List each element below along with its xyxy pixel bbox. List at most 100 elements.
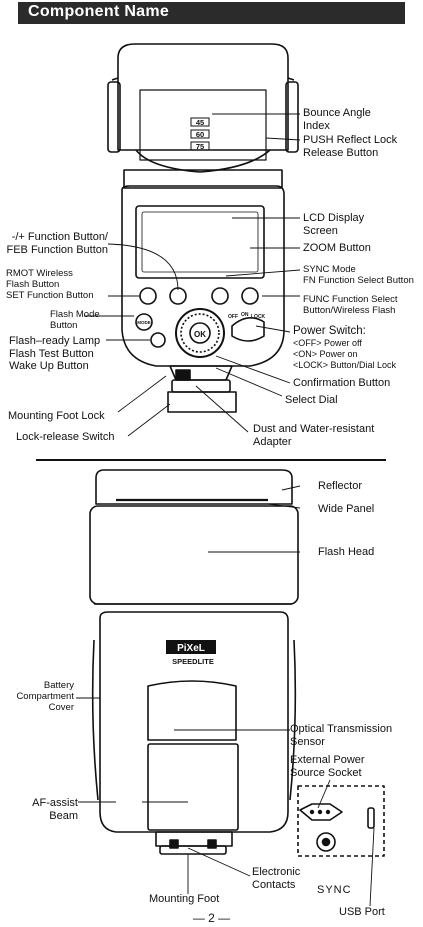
- brand-logo: PiXeL: [177, 643, 205, 654]
- sync-mode-label: SYNC Mode FN Function Select Button: [303, 264, 414, 286]
- rmot-wireless-label: RMOT Wireless Flash Button SET Function …: [6, 268, 94, 301]
- flash-ready-lamp: [150, 332, 166, 348]
- external-power-line2: Source Socket: [290, 766, 362, 779]
- switch-off-mark: OFF: [228, 314, 238, 320]
- mode-label: MODE: [137, 320, 151, 325]
- usb-port: [367, 807, 375, 829]
- optical-sensor-line1: Optical Transmission: [290, 723, 393, 735]
- flash-mode-label: Flash Mode Button: [50, 309, 100, 331]
- electronic-contacts-label: Electronic Contacts: [252, 866, 300, 891]
- power-switch: [231, 317, 265, 342]
- sync-button: [211, 287, 229, 305]
- lcd-display-line1: LCD Display: [303, 212, 365, 224]
- battery-cover-line2: Compartment: [16, 691, 74, 702]
- switch-on-mark: ON: [241, 312, 249, 318]
- bounce-angle-60: 60: [196, 130, 204, 139]
- product-name: SPEEDLITE: [172, 657, 214, 666]
- page-number: — 2 —: [192, 911, 231, 925]
- battery-cover-line3: Cover: [48, 702, 74, 713]
- af-assist-label: AF-assist Beam: [32, 797, 78, 822]
- power-switch-title: Power Switch:: [293, 325, 366, 337]
- push-reflect-line1: PUSH Reflect Lock: [303, 134, 398, 146]
- mode-button: [135, 313, 153, 331]
- mounting-foot-label: Mounting Foot: [149, 893, 220, 905]
- electronic-contacts-line1: Electronic: [252, 866, 301, 878]
- port-inset-box: [297, 785, 385, 857]
- optical-sensor-label: Optical Transmission Sensor: [290, 723, 392, 748]
- bounce-angle-line2: Index: [303, 119, 330, 132]
- func-function-label: FUNC Function Select Button/Wireless Fla…: [303, 294, 398, 316]
- function-button: [169, 287, 187, 305]
- flash-ready-line3: Wake Up Button: [9, 360, 89, 372]
- back-body: [99, 611, 289, 833]
- rmot-wireless-line2: Flash Button: [6, 279, 60, 290]
- bounce-panel: [139, 89, 267, 161]
- mounting-foot-lock-label: Mounting Foot Lock: [8, 410, 105, 422]
- ok-button: [189, 322, 211, 344]
- external-power-socket: [299, 803, 343, 821]
- section-title: Component Name: [28, 3, 170, 20]
- bounce-angle-45: 45: [196, 118, 204, 127]
- af-assist-window: [147, 743, 239, 831]
- front-flash-head: [117, 43, 289, 151]
- electronic-contacts-line2: Contacts: [252, 878, 296, 891]
- sync-socket: [316, 832, 336, 852]
- bounce-angle-75: 75: [196, 142, 204, 151]
- set-button: [139, 287, 157, 305]
- lock-release-label: Lock-release Switch: [16, 431, 115, 443]
- function-button-label: -/+ Function Button/ FEB Function Button: [7, 231, 109, 256]
- sync-mode-line1: SYNC Mode: [303, 264, 356, 275]
- bounce-angle-label: Bounce Angle Index: [303, 107, 371, 132]
- dust-water-line1: Dust and Water-resistant: [253, 423, 375, 435]
- power-switch-label: Power Switch: <OFF> Power off <ON> Power…: [293, 325, 396, 371]
- flash-ready-line2: Flash Test Button: [9, 347, 94, 360]
- flash-head-label: Flash Head: [318, 546, 375, 558]
- func-function-line1: FUNC Function Select: [303, 294, 398, 305]
- battery-cover-line1: Battery: [43, 680, 74, 691]
- select-dial-label: Select Dial: [285, 394, 338, 406]
- front-foot: [167, 391, 237, 413]
- wide-panel-label: Wide Panel: [318, 503, 375, 515]
- flash-ready-label: Flash–ready Lamp Flash Test Button Wake …: [9, 335, 100, 373]
- external-power-label: External Power Source Socket: [290, 754, 365, 779]
- flash-mode-line1: Flash Mode: [50, 309, 100, 320]
- dust-water-line2: Adapter: [253, 435, 292, 448]
- brand-logo-box: [166, 640, 216, 654]
- power-switch-on: <ON> Power on: [293, 348, 358, 359]
- lcd-display-line2: Screen: [303, 224, 338, 237]
- reflector-label: Reflector: [318, 480, 363, 492]
- external-power-line1: External Power: [290, 754, 365, 766]
- func-function-line2: Button/Wireless Flash: [303, 305, 396, 316]
- optical-sensor-line2: Sensor: [290, 735, 325, 748]
- back-flash-head: [89, 505, 299, 605]
- battery-cover-label: Battery Compartment Cover: [16, 680, 74, 713]
- function-button-line1: -/+ Function Button/: [11, 231, 108, 243]
- flash-ready-line1: Flash–ready Lamp: [9, 335, 101, 347]
- push-reflect-label: PUSH Reflect Lock Release Button: [303, 134, 397, 159]
- func-button: [241, 287, 259, 305]
- function-button-line2: FEB Function Button: [6, 243, 109, 256]
- rmot-wireless-line3: SET Function Button: [6, 290, 94, 301]
- rmot-wireless-line1: RMOT Wireless: [6, 268, 73, 279]
- af-assist-line1: AF-assist: [32, 797, 78, 809]
- af-assist-line2: Beam: [49, 809, 78, 822]
- lcd-display-label: LCD Display Screen: [303, 212, 364, 237]
- ok-label: OK: [194, 330, 206, 339]
- select-dial: [175, 308, 225, 358]
- push-reflect-line2: Release Button: [303, 146, 379, 159]
- zoom-button-label: ZOOM Button: [303, 242, 371, 254]
- bounce-angle-line1: Bounce Angle: [303, 107, 371, 119]
- switch-lock-mark: LOCK: [251, 314, 266, 320]
- section-divider: [36, 459, 386, 461]
- confirmation-button-label: Confirmation Button: [293, 377, 391, 389]
- power-switch-off: <OFF> Power off: [293, 337, 362, 348]
- power-switch-lock: <LOCK> Button/Dial Lock: [293, 359, 397, 370]
- lcd-screen: [135, 205, 265, 279]
- leader-lines: [76, 113, 375, 907]
- dust-water-label: Dust and Water-resistant Adapter: [253, 423, 374, 448]
- flash-mode-line2: Button: [50, 320, 78, 331]
- sync-label: SYNC: [317, 884, 352, 896]
- front-body: [121, 185, 285, 367]
- usb-port-label: USB Port: [339, 906, 385, 918]
- section-header: Component Name: [18, 2, 405, 24]
